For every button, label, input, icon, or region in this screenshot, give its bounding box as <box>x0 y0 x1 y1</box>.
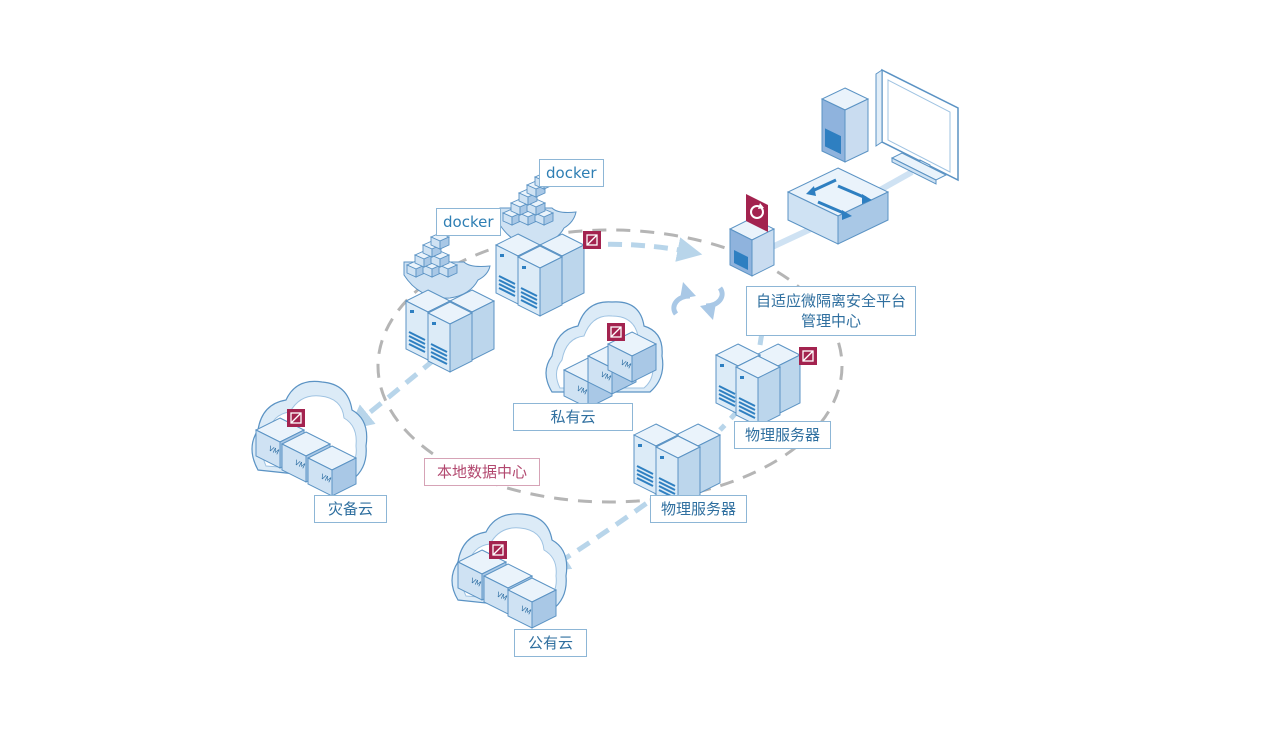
network-switch-icon <box>786 167 890 245</box>
private-cloud-label: 私有云 <box>513 403 633 431</box>
sync-arrows-icon <box>671 282 725 320</box>
arrow-server-to-public-cloud <box>544 487 667 572</box>
arrow-docker-to-dr-cloud <box>348 328 472 430</box>
physical-server-1 <box>715 343 818 427</box>
refresh-badge-icon <box>746 194 768 232</box>
docker-label-left: docker <box>436 208 501 236</box>
agent-badge-icon <box>798 346 818 366</box>
private-cloud: VM VM VM <box>545 301 664 409</box>
vm-label: VM <box>267 445 280 457</box>
server-rack-icon <box>495 233 585 317</box>
local-datacenter-boundary <box>376 228 844 504</box>
dr-cloud-label: 灾备云 <box>314 495 387 523</box>
management-server-icon <box>728 217 776 277</box>
agent-badge-icon <box>286 408 306 428</box>
vm-label: VM <box>469 577 482 589</box>
vm-label: VM <box>319 473 332 485</box>
local-datacenter-label: 本地数据中心 <box>424 458 540 486</box>
docker-whale-icon <box>403 232 491 299</box>
platform-label-line1: 自适应微隔离安全平台 <box>755 292 906 310</box>
public-cloud: VM VM VM <box>451 513 568 629</box>
physical-server-label-1: 物理服务器 <box>734 421 831 449</box>
vm-label: VM <box>619 359 632 371</box>
monitor-icon <box>875 68 959 185</box>
vm-label: VM <box>519 605 532 617</box>
docker-host-right <box>495 172 602 317</box>
dr-cloud: VM VM VM <box>251 380 368 497</box>
agent-badge-icon <box>488 540 508 560</box>
vm-label: VM <box>575 385 588 397</box>
agent-badge-icon <box>582 230 602 250</box>
server-rack-icon <box>405 289 495 373</box>
agent-badge-icon <box>606 322 626 342</box>
public-cloud-label: 公有云 <box>514 629 587 657</box>
docker-label-right: docker <box>539 159 604 187</box>
vm-label: VM <box>599 371 612 383</box>
physical-server-label-2: 物理服务器 <box>650 495 747 523</box>
docker-host-left <box>403 232 495 373</box>
platform-label: 自适应微隔离安全平台 管理中心 <box>746 286 916 336</box>
tower-server-icon <box>820 87 870 163</box>
platform-label-line2: 管理中心 <box>800 312 861 330</box>
vm-label: VM <box>495 591 508 603</box>
management-network <box>728 68 959 277</box>
vm-label: VM <box>293 459 306 471</box>
physical-server-2 <box>633 423 721 507</box>
